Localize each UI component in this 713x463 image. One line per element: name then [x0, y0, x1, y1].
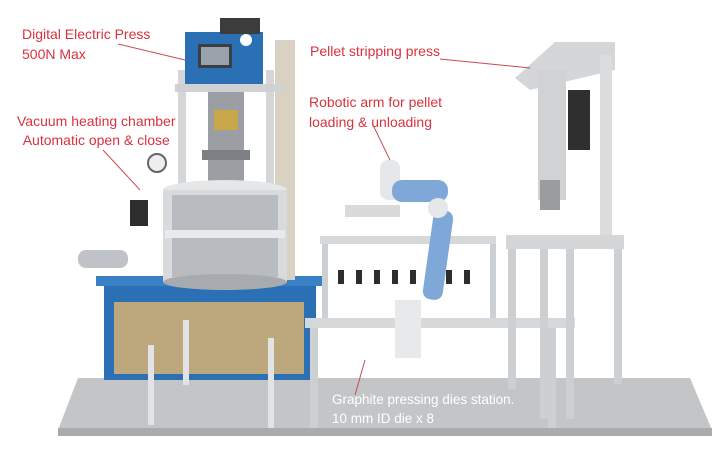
label-vacuum-heating-chamber: Vacuum heating chamber Automatic open & … — [17, 112, 176, 150]
vacuum-heating-chamber — [78, 153, 287, 290]
label-robotic-arm-line2: loading & unloading — [309, 114, 432, 130]
press-ram — [202, 92, 250, 182]
label-dies-station: Graphite pressing dies station. 10 mm ID… — [332, 390, 514, 428]
label-vacuum-heating-chamber-line1: Vacuum heating chamber — [17, 113, 176, 129]
label-vacuum-heating-chamber-line2: Automatic open & close — [22, 132, 170, 148]
label-digital-electric-press: Digital Electric Press 500N Max — [22, 25, 150, 64]
label-dies-station-line2: 10 mm ID die x 8 — [332, 411, 435, 426]
pellet-stripping-press — [506, 42, 624, 419]
label-pellet-stripping-press: Pellet stripping press — [310, 42, 440, 61]
tool-stands — [148, 320, 274, 428]
digital-press-head — [175, 18, 285, 92]
label-digital-electric-press-line2: 500N Max — [22, 46, 86, 62]
label-robotic-arm-line1: Robotic arm for pellet — [309, 94, 443, 110]
annotation-leader-lines — [102, 43, 531, 396]
label-dies-station-line1: Graphite pressing dies station. — [332, 392, 515, 407]
dies-station-frame — [305, 236, 575, 428]
robotic-arm — [345, 160, 454, 358]
label-pellet-stripping-press-line1: Pellet stripping press — [310, 43, 440, 59]
blue-cabinet — [96, 276, 322, 380]
label-digital-electric-press-line1: Digital Electric Press — [22, 26, 151, 42]
label-robotic-arm: Robotic arm for pellet loading & unloadi… — [309, 93, 442, 132]
